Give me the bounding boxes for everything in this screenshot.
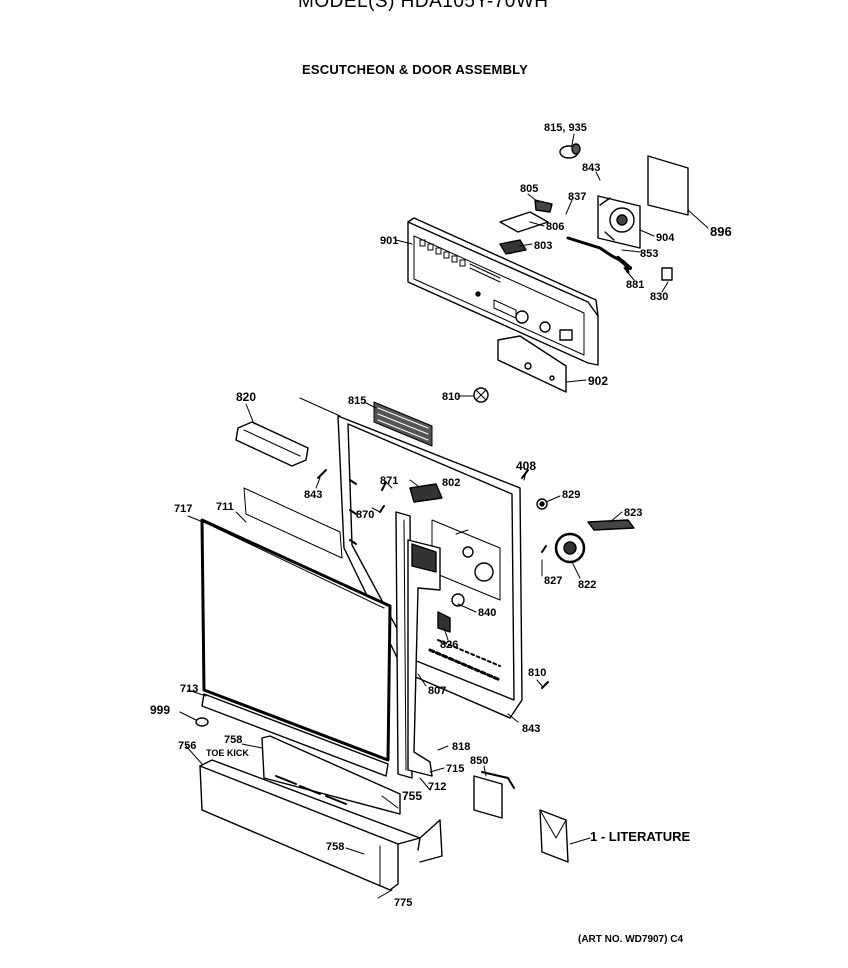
label-999: 999 — [150, 703, 170, 717]
part-826 — [437, 611, 451, 633]
access-panel-758 — [261, 735, 401, 815]
escutcheon-panel — [407, 217, 599, 366]
label-818: 818 — [452, 741, 470, 753]
label-837: 837 — [568, 191, 586, 203]
label-904: 904 — [656, 232, 675, 244]
knob-810 — [473, 387, 489, 403]
label-901: 901 — [380, 235, 398, 247]
label-843-top: 843 — [582, 162, 600, 174]
label-870: 870 — [356, 509, 374, 521]
label-711: 711 — [216, 501, 234, 513]
literature-envelope — [539, 809, 569, 863]
label-871: 871 — [380, 475, 398, 487]
label-881: 881 — [626, 279, 644, 291]
assembly-subtitle: ESCUTCHEON & DOOR ASSEMBLY — [302, 62, 528, 77]
literature-label: 1 - LITERATURE — [590, 829, 691, 844]
label-826: 826 — [440, 639, 458, 651]
label-805: 805 — [520, 183, 538, 195]
label-829: 829 — [562, 489, 580, 501]
label-sheet-896 — [647, 155, 689, 216]
label-717: 717 — [174, 503, 192, 515]
outer-door-panel — [200, 487, 392, 762]
label-830: 830 — [650, 291, 668, 303]
gear-822 — [554, 532, 586, 564]
label-756: 756 — [178, 740, 196, 752]
leader-lines — [179, 133, 709, 899]
label-850: 850 — [470, 755, 488, 767]
label-843-bottom: 843 — [522, 723, 540, 735]
label-810-right: 810 — [528, 667, 546, 679]
small-screws — [317, 469, 549, 689]
bracket-850 — [473, 771, 515, 819]
label-802: 802 — [442, 477, 460, 489]
label-827: 827 — [544, 575, 562, 587]
part-999 — [195, 717, 209, 727]
label-815-935: 815, 935 — [544, 122, 587, 134]
label-807: 807 — [428, 685, 446, 697]
toe-kick-756 — [199, 759, 443, 891]
label-810-knob: 810 — [442, 391, 460, 403]
label-815: 815 — [348, 395, 366, 407]
label-823: 823 — [624, 507, 642, 519]
part-881 — [616, 256, 632, 270]
label-820: 820 — [236, 390, 256, 404]
label-803: 803 — [534, 240, 552, 252]
label-853: 853 — [640, 248, 658, 260]
label-758-top: 758 — [224, 734, 242, 746]
bracket-805 — [534, 199, 553, 213]
label-408: 408 — [516, 459, 536, 473]
part-802 — [409, 483, 443, 503]
label-843-mid: 843 — [304, 489, 322, 501]
label-712: 712 — [428, 781, 446, 793]
part-830 — [661, 267, 673, 281]
toe-kick-label: TOE KICK — [206, 748, 249, 758]
timer-904 — [597, 195, 641, 249]
label-758-bottom: 758 — [326, 841, 344, 853]
label-755: 755 — [402, 789, 422, 803]
knob-815-935 — [559, 143, 581, 159]
label-896: 896 — [710, 224, 732, 239]
label-840: 840 — [478, 607, 496, 619]
label-902: 902 — [588, 374, 608, 388]
art-number: (ART NO. WD7907) C4 — [578, 934, 684, 945]
model-title: MODEL(S) HDA105Y-70WH — [298, 0, 549, 12]
panel-902 — [497, 335, 567, 393]
label-775: 775 — [394, 897, 412, 909]
handle-820 — [235, 421, 309, 467]
label-713: 713 — [180, 683, 198, 695]
switch-803 — [499, 239, 527, 255]
plate-806 — [499, 211, 549, 233]
strip-713 — [201, 693, 389, 777]
latch-823 — [587, 519, 635, 531]
label-822: 822 — [578, 579, 596, 591]
latch-840 — [407, 539, 441, 777]
label-715: 715 — [446, 763, 464, 775]
label-806: 806 — [546, 221, 564, 233]
